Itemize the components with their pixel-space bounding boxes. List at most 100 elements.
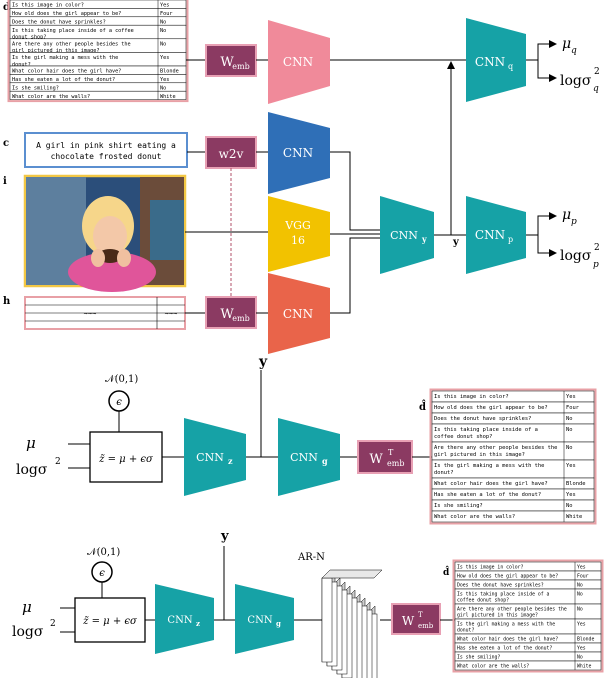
ar-n-stack bbox=[321, 569, 383, 678]
dialog-question: Is she smiling? bbox=[434, 503, 483, 509]
label-d-hat-mid: d̂ bbox=[419, 400, 426, 413]
caption-line-1: A girl in pink shirt eating a bbox=[36, 141, 176, 150]
dialog-row: Is the girl making a mess with thedonut?… bbox=[9, 52, 187, 68]
svg-text:ϵ: ϵ bbox=[116, 397, 122, 408]
svg-text:ϵ: ϵ bbox=[99, 568, 105, 579]
dialog-question: Does the donut have sprinkles? bbox=[12, 20, 106, 26]
mu-q: μ bbox=[562, 36, 571, 52]
dialog-question: Is this image in color? bbox=[12, 3, 84, 9]
w2v-block: w2v bbox=[205, 136, 257, 169]
log-sigma-q: logσ bbox=[560, 73, 592, 89]
dialog-row: Is she smiling?No bbox=[454, 651, 602, 662]
dialog-row: Is this image in color? Yes bbox=[454, 561, 602, 572]
dialog-question: How old does the girl appear to be? bbox=[434, 405, 548, 411]
label-i: i bbox=[3, 176, 7, 187]
dialog-answer: Four bbox=[566, 405, 580, 411]
dialog-answer: Blonde bbox=[577, 636, 594, 642]
dialog-table-border bbox=[452, 559, 604, 673]
dialog-row: Does the donut have sprinkles? No bbox=[9, 16, 187, 26]
dialog-question: Is she smiling? bbox=[457, 654, 500, 660]
cnn-y: CNN y bbox=[380, 196, 434, 274]
dialog-question: Has she eaten a lot of the donut? bbox=[434, 492, 541, 498]
dialog-question: Is this image in color? bbox=[457, 564, 524, 570]
dialog-question: donut? bbox=[434, 470, 453, 476]
svg-text:VGG: VGG bbox=[284, 219, 311, 232]
ar-layer bbox=[321, 577, 333, 663]
dialog-answer: Yes bbox=[160, 77, 169, 83]
dialog-answer: No bbox=[577, 582, 583, 588]
dialog-row: Is the girl making a mess with thedonut?… bbox=[431, 459, 595, 479]
svg-text:z̃ = μ + ϵσ: z̃ = μ + ϵσ bbox=[98, 454, 154, 465]
dialog-question: What color are the walls? bbox=[434, 514, 515, 520]
dialog-row: Has she eaten a lot of the donut?Yes bbox=[454, 642, 602, 653]
mu-input-bot: μ bbox=[22, 598, 32, 616]
w-emb-t-mid: W T emb bbox=[357, 440, 413, 474]
cnn-z-bot: CNN z bbox=[155, 584, 214, 654]
w-emb-block-history: W emb bbox=[205, 296, 257, 329]
dialog-row: Are there any other people besides thegi… bbox=[431, 441, 595, 461]
dialog-row: What color are the walls?White bbox=[454, 660, 602, 671]
dialog-question: coffee donut shop? bbox=[434, 434, 492, 440]
dialog-row: How old does the girl appear to be?Four bbox=[454, 570, 602, 581]
dialog-answer: Yes bbox=[577, 564, 586, 570]
cnn-g-mid: CNN g bbox=[278, 418, 340, 496]
svg-text:g: g bbox=[276, 619, 281, 628]
label-y-mid: y bbox=[258, 354, 268, 370]
dialog-answer: No bbox=[160, 20, 166, 26]
dialog-answer: No bbox=[577, 606, 583, 612]
svg-text:z̃ = μ + ϵσ: z̃ = μ + ϵσ bbox=[82, 616, 138, 627]
dialog-question: How old does the girl appear to be? bbox=[12, 11, 121, 17]
normal-dist-mid: 𝒩(0,1) bbox=[105, 374, 138, 385]
svg-text:emb: emb bbox=[387, 459, 404, 468]
dialog-question: donut? bbox=[12, 62, 31, 68]
dialog-question: Is this image in color? bbox=[434, 394, 509, 400]
dialog-answer: Yes bbox=[577, 645, 586, 651]
dialog-question: What color hair does the girl have? bbox=[457, 636, 558, 642]
label-y-bot: y bbox=[220, 529, 229, 544]
dialog-question: Are there any other people besides the bbox=[457, 606, 567, 612]
dialog-answer: Yes bbox=[566, 394, 576, 400]
dialog-question: girl pictured in this image? bbox=[434, 452, 525, 458]
dialog-row: Are there any other people besides thegi… bbox=[454, 603, 602, 620]
dialog-question: Is the girl making a mess with the bbox=[457, 621, 555, 627]
svg-text:T: T bbox=[388, 448, 394, 457]
dialog-row: Is this taking place inside of a coffeed… bbox=[9, 24, 187, 41]
cnn-history: CNN bbox=[268, 273, 330, 354]
input-image bbox=[23, 174, 187, 292]
mu-input-mid: μ bbox=[26, 434, 36, 452]
svg-text:emb: emb bbox=[232, 314, 249, 323]
log-sigma-input-mid: logσ bbox=[16, 462, 48, 478]
dialog-question: Has she eaten a lot of the donut? bbox=[12, 77, 115, 83]
svg-text:CNN: CNN bbox=[196, 451, 224, 464]
dialog-question: coffee donut shop? bbox=[457, 598, 509, 604]
svg-text:CNN: CNN bbox=[167, 615, 192, 626]
dialog-question: donut? bbox=[457, 628, 474, 634]
dialog-question: What color hair does the girl have? bbox=[12, 69, 121, 75]
cnn-q: CNN q bbox=[466, 18, 526, 102]
svg-text:p: p bbox=[571, 217, 577, 227]
svg-text:q: q bbox=[571, 46, 577, 56]
dialog-row: What color hair does the girl have?Blond… bbox=[431, 477, 595, 490]
svg-text:q: q bbox=[593, 84, 599, 94]
ar-n-label: AR-N bbox=[297, 552, 325, 563]
svg-text:CNN: CNN bbox=[283, 307, 313, 321]
dialog-answer: Yes bbox=[566, 463, 576, 469]
dialog-table-border bbox=[7, 0, 189, 103]
dialog-question: Is the girl making a mess with the bbox=[12, 55, 118, 61]
log-sigma-input-bot: logσ bbox=[12, 624, 44, 640]
dialog-row: What color are the walls?White bbox=[431, 510, 595, 523]
label-c: c bbox=[3, 138, 9, 149]
dialog-question: girl pictured in this image? bbox=[457, 613, 538, 619]
vgg16: VGG 16 bbox=[268, 196, 330, 272]
reparam-box-bot bbox=[74, 597, 146, 643]
dialog-answer: Blonde bbox=[566, 481, 585, 487]
svg-text:y: y bbox=[421, 234, 427, 244]
svg-text:2: 2 bbox=[55, 457, 61, 467]
dialog-answer: No bbox=[566, 416, 573, 422]
svg-text:CNN: CNN bbox=[283, 55, 313, 69]
dialog-answer: No bbox=[160, 28, 166, 34]
svg-text:CNN: CNN bbox=[247, 615, 272, 626]
